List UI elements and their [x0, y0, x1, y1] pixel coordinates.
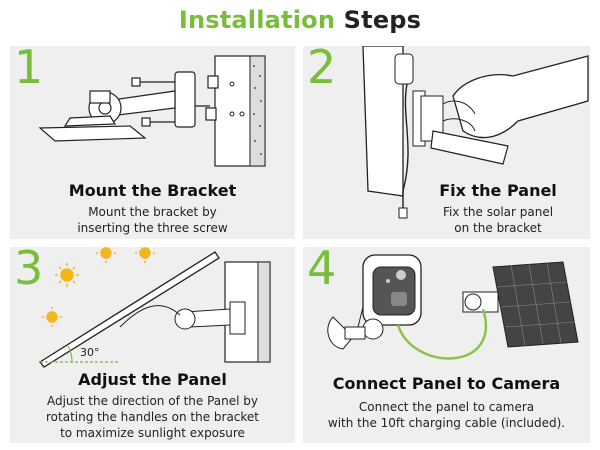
- description-line: to maximize sunlight exposure: [60, 426, 245, 440]
- step-title: Mount the Bracket: [68, 181, 237, 200]
- cable: [402, 83, 409, 208]
- step-4-panel: 4 Connect Panel to Camera Connect the pa…: [303, 247, 590, 443]
- adjust-panel-illustration: 30°: [39, 247, 271, 368]
- bracket: [38, 71, 196, 142]
- sun-icon: [96, 247, 116, 263]
- camera-mount: [327, 316, 384, 350]
- step-number: 2: [307, 46, 337, 94]
- solar-panel: [462, 261, 579, 348]
- step-2-panel: 2 Fix the Panel Fix the solar panel on t…: [303, 46, 590, 239]
- step-number: 3: [14, 247, 44, 295]
- step-number: 1: [14, 46, 44, 94]
- charging-cable: [396, 308, 487, 360]
- step-title: Adjust the Panel: [78, 370, 227, 389]
- sun-icon: [135, 247, 155, 263]
- step-description: Mount the bracket by inserting the three…: [10, 204, 295, 236]
- angle-label: 30°: [80, 346, 100, 359]
- step-title: Fix the Panel: [439, 181, 557, 200]
- description-line: Adjust the direction of the Panel by: [46, 394, 259, 408]
- step-1-panel: 1 Mount the Bracket Mount the bracket by…: [10, 46, 295, 239]
- description-line: Fix the solar panel: [442, 205, 554, 219]
- step-3-panel: 30° 3 Adjust the Panel Adjust the direct…: [10, 247, 295, 443]
- description-line: Connect the panel to camera: [358, 400, 535, 414]
- description-line: with the 10ft charging cable (included).: [327, 416, 566, 430]
- step-number: 4: [307, 247, 337, 295]
- description-line: inserting the three screw: [77, 221, 228, 235]
- wall-texture: [253, 65, 262, 155]
- title-highlight: Installation: [178, 6, 336, 34]
- tilted-solar-panel: [39, 251, 220, 368]
- description-line: on the bracket: [454, 221, 542, 235]
- step-title: Connect Panel to Camera: [332, 374, 561, 393]
- connect-camera-illustration: [327, 254, 579, 360]
- description-line: rotating the handles on the bracket: [46, 410, 259, 424]
- sun-icon: [42, 307, 62, 327]
- step-description: Fix the solar panel on the bracket: [418, 204, 578, 236]
- step-description: Connect the panel to camera with the 10f…: [303, 399, 590, 431]
- fix-panel-illustration: [362, 46, 589, 219]
- hand: [452, 55, 589, 139]
- bracket-mount-illustration: [38, 55, 266, 167]
- sun-icon: [55, 263, 79, 287]
- title-rest: Steps: [343, 6, 422, 34]
- description-line: Mount the bracket by: [88, 205, 217, 219]
- step-description: Adjust the direction of the Panel by rot…: [10, 393, 295, 441]
- page-title: Installation Steps: [0, 6, 600, 34]
